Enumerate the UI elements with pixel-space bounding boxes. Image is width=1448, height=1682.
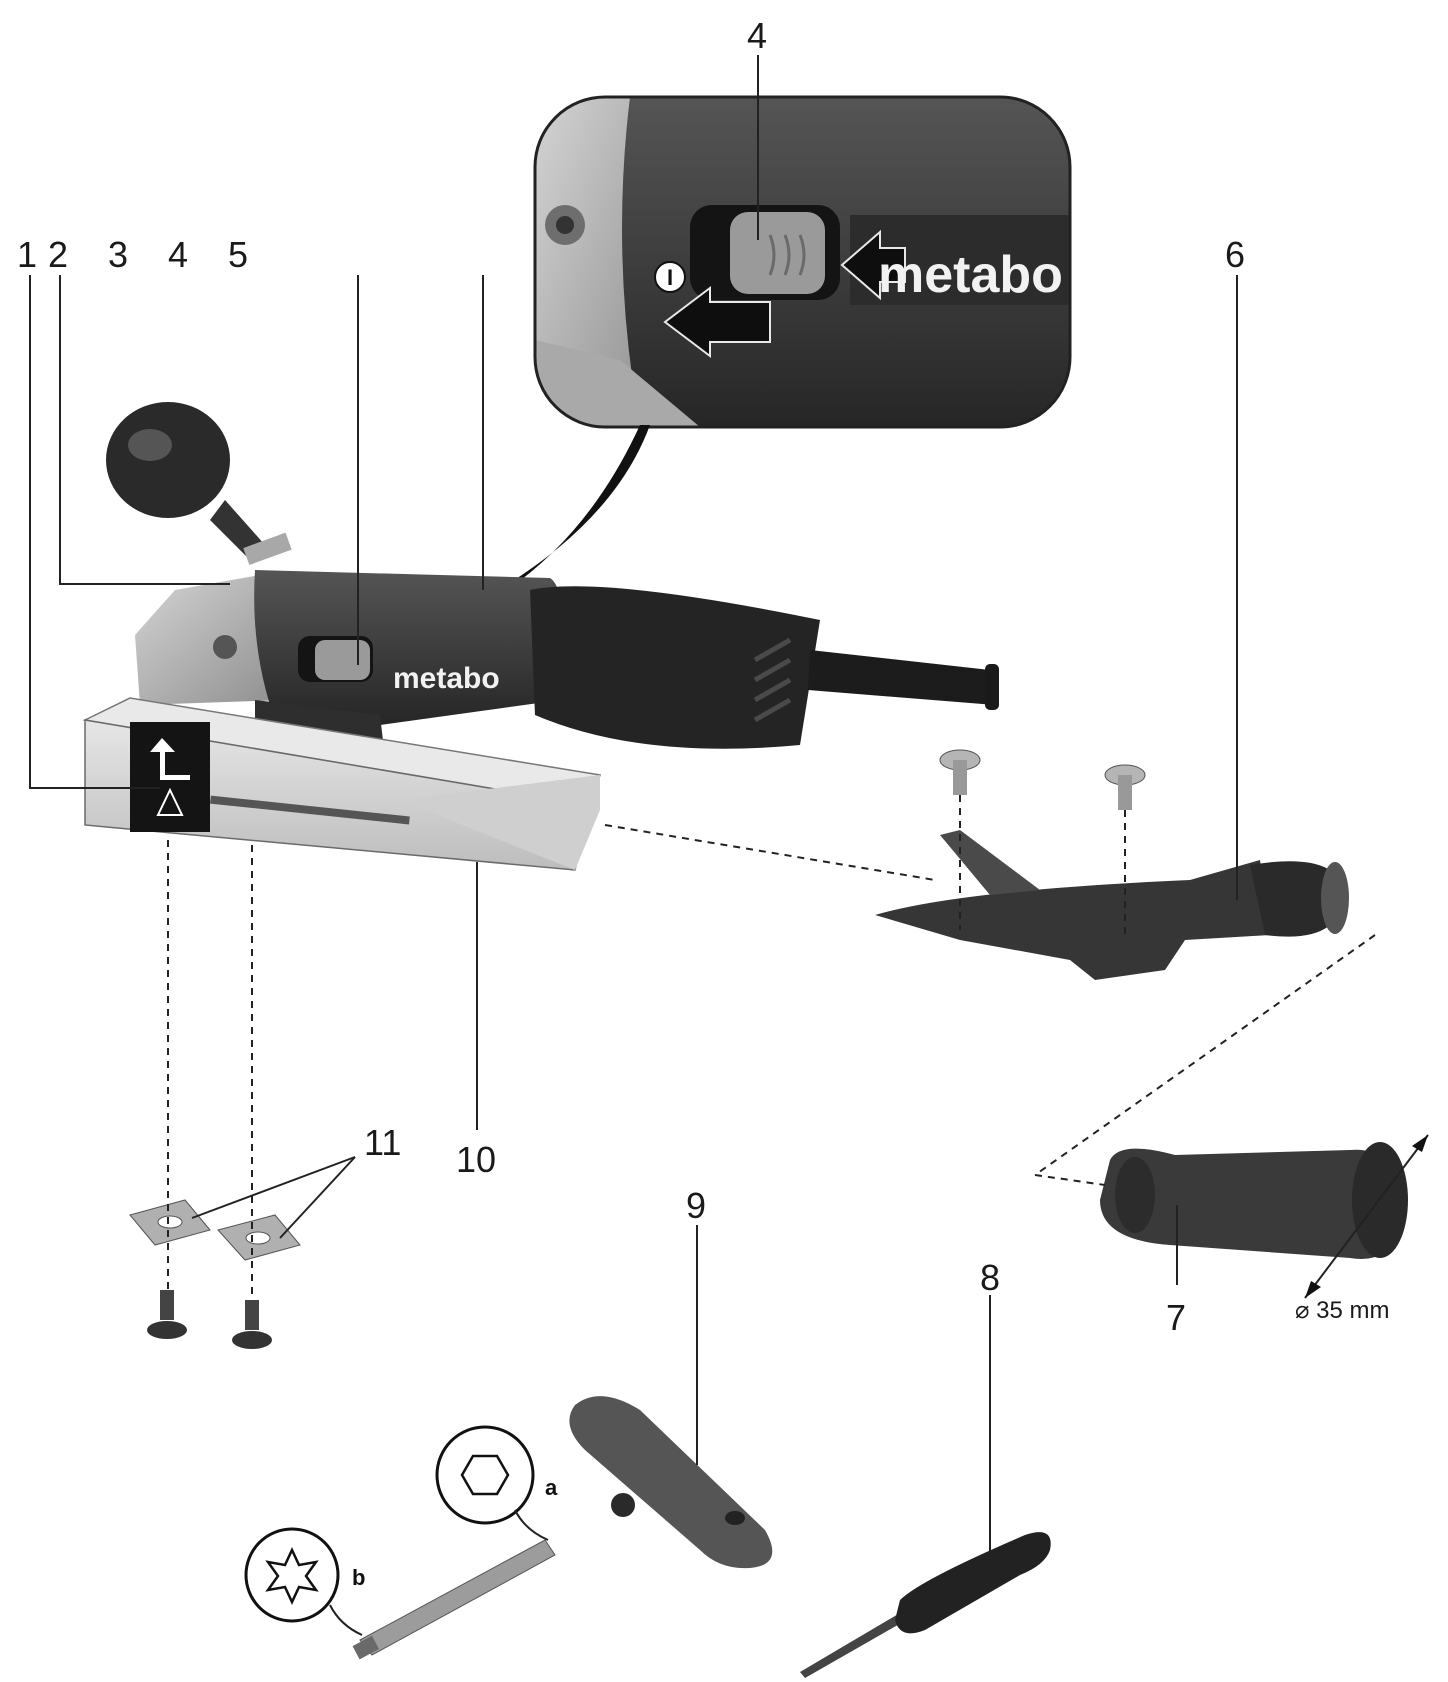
- assembly-line: [1034, 1174, 1106, 1186]
- torx-profile-detail: [244, 1527, 363, 1636]
- tool-switch: [315, 640, 370, 680]
- dimension-arrowhead: [1305, 1281, 1321, 1298]
- fixing-screw: [147, 1290, 187, 1339]
- label-b: b: [352, 1565, 365, 1590]
- bit: [352, 1539, 556, 1660]
- callout-1: 1: [17, 234, 37, 275]
- callout-4-inset: 4: [747, 15, 767, 56]
- hood-screw: [1104, 764, 1146, 810]
- callout-11: 11: [364, 1122, 401, 1163]
- leader-2: [59, 275, 230, 585]
- hood-screw: [939, 749, 981, 795]
- auxiliary-handle-knob: [106, 402, 292, 565]
- leader-1: [29, 275, 160, 789]
- tool-brand-logo: metabo: [393, 662, 500, 695]
- dimension-arrow: [1304, 1134, 1429, 1299]
- on-off-switch-slider: [730, 212, 825, 294]
- suction-adapter: [1100, 1142, 1408, 1259]
- on-symbol: I: [667, 265, 673, 290]
- dimension-arrowhead: [1412, 1135, 1428, 1152]
- push-arrow-icon: [840, 229, 906, 301]
- hex-icon: [460, 1454, 510, 1496]
- slide-arrow-icon: [663, 285, 771, 359]
- cutting-plate: [129, 1199, 211, 1246]
- callout-8: 8: [980, 1257, 1000, 1298]
- bit-holder-handle: [569, 1396, 773, 1569]
- hex-profile-detail: [435, 1425, 549, 1541]
- callout-3: 3: [108, 234, 128, 275]
- callout-6: 6: [1225, 234, 1245, 275]
- callout-10: 10: [456, 1139, 496, 1180]
- torx-star-icon: [265, 1547, 319, 1605]
- cutting-plate: [217, 1214, 301, 1261]
- warning-triangle-icon: [156, 787, 184, 816]
- assembly-line: [1034, 934, 1376, 1176]
- dimension-label: ⌀ 35 mm: [1295, 1297, 1389, 1324]
- guide-plate: [82, 697, 601, 871]
- leader-11b: [279, 1156, 356, 1239]
- callout-7: 7: [1166, 1297, 1186, 1338]
- fixing-screw: [232, 1300, 272, 1349]
- callout-4: 4: [168, 234, 188, 275]
- screwdriver: [800, 1532, 1051, 1678]
- warning-label: [130, 722, 210, 832]
- inset-brand-logo: metabo: [878, 246, 1063, 304]
- on-symbol-icon: [654, 261, 686, 293]
- bevelling-machine: metabo: [82, 402, 999, 871]
- assembly-line: [604, 824, 936, 881]
- callout-9: 9: [686, 1185, 706, 1226]
- leader-11a: [191, 1156, 356, 1219]
- extraction-hood: [875, 749, 1349, 980]
- callout-5: 5: [228, 234, 248, 275]
- callout-2: 2: [48, 234, 68, 275]
- switch-detail-inset: I metabo: [533, 95, 1072, 429]
- label-a: a: [545, 1475, 558, 1500]
